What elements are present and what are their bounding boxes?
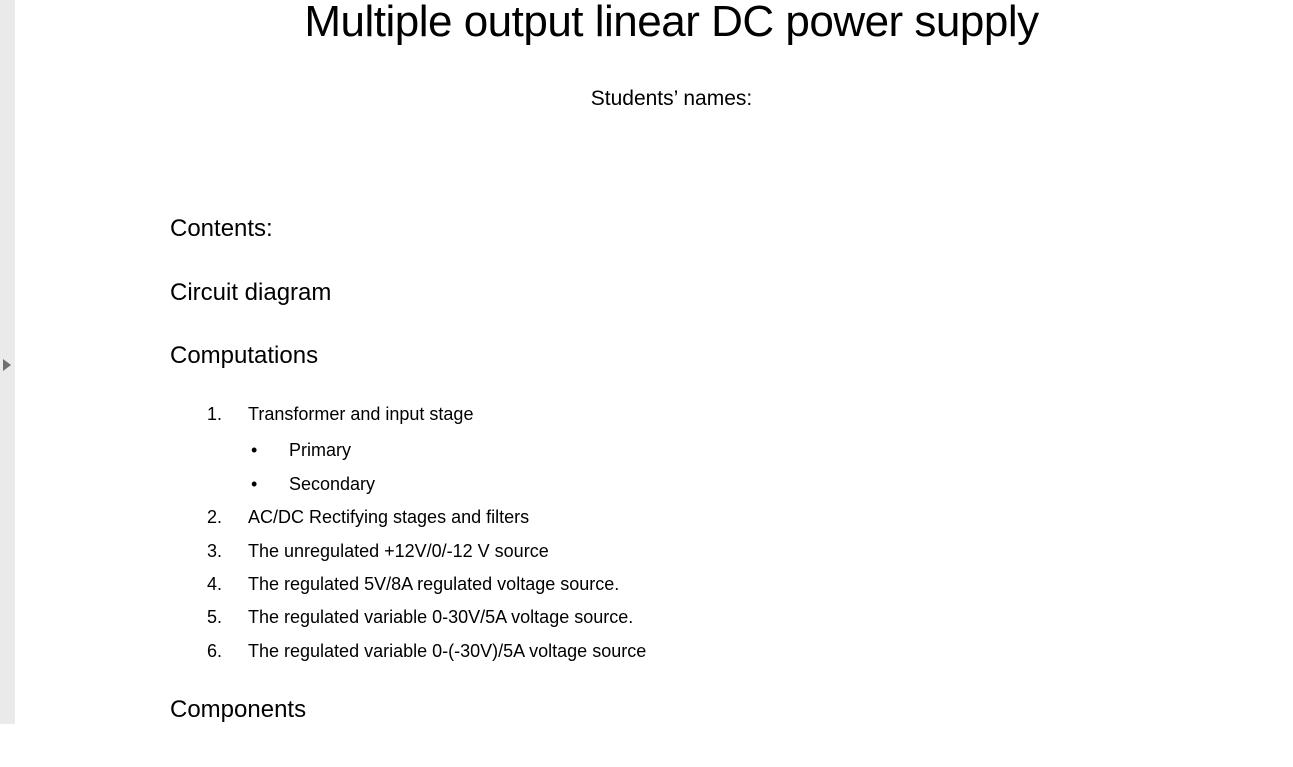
list-item-4: 4. The regulated 5V/8A regulated voltage … (207, 574, 619, 595)
list-item-number: 5. (207, 607, 223, 627)
heading-contents: Contents: (170, 215, 273, 242)
list-item-text: The regulated variable 0-(-30V)/5A volta… (248, 641, 647, 661)
list-item-5: 5. The regulated variable 0-30V/5A voltag… (207, 607, 633, 628)
list-item-number: 4. (207, 574, 223, 594)
list-sub-bullet: • Secondary (251, 474, 375, 495)
bullet-icon: • (251, 474, 258, 494)
list-item-1: 1. Transformer and input stage (207, 404, 473, 425)
bullet-icon: • (251, 440, 258, 460)
list-item-3: 3. The unregulated +12V/0/-12 V source (207, 541, 549, 562)
list-item-2: 2. AC/DC Rectifying stages and filters (207, 507, 529, 528)
list-item-6: 6. The regulated variable 0-(-30V)/5A vol… (207, 641, 646, 662)
list-sub-bullet-text: Primary (289, 440, 351, 460)
list-item-text: AC/DC Rectifying stages and filters (248, 507, 530, 527)
list-item-text: The regulated 5V/8A regulated voltage so… (248, 574, 620, 594)
list-item-number: 6. (207, 641, 223, 661)
list-item-number: 3. (207, 541, 223, 561)
document-title: Multiple output linear DC power supply (304, 0, 1039, 46)
list-item-number: 2. (207, 507, 223, 527)
list-sub-bullet-text: Secondary (289, 474, 376, 494)
list-item-text: The regulated variable 0-30V/5A voltage … (248, 607, 634, 627)
heading-computations: Computations (170, 342, 319, 369)
list-item-number: 1. (207, 404, 223, 424)
collapsed-nav-pane-strip[interactable] (0, 0, 15, 724)
list-sub-bullet: • Primary (251, 440, 351, 461)
document-subtitle: Students’ names: (590, 87, 753, 110)
expand-pane-arrow-icon[interactable] (3, 359, 11, 371)
heading-components: Components (170, 696, 307, 723)
heading-circuit-diagram: Circuit diagram (170, 279, 332, 306)
list-item-text: The unregulated +12V/0/-12 V source (248, 541, 549, 561)
list-item-text: Transformer and input stage (248, 404, 474, 424)
